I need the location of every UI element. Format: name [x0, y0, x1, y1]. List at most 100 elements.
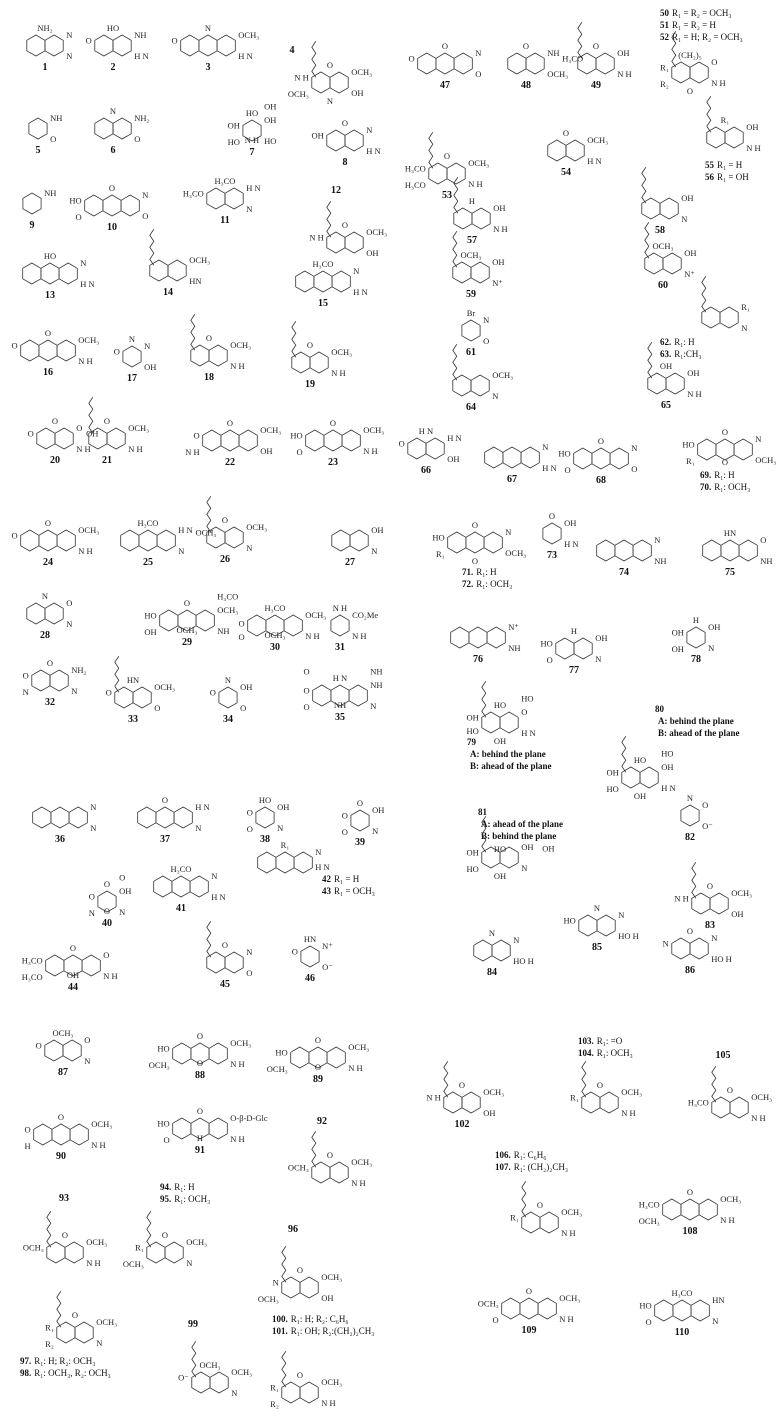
atom-label: N H	[78, 546, 92, 556]
atom-label: HO	[275, 1047, 287, 1057]
legend-line: 72.R₁: OCH₃	[462, 579, 512, 589]
atom-label: H₃CO	[639, 1199, 660, 1209]
legend-substituent: A: ahead of the plane	[481, 819, 563, 829]
atom-label: OCH₃	[200, 1360, 221, 1370]
atom-label: N	[663, 938, 669, 948]
ring	[341, 429, 361, 452]
legend-compound-number: 98.	[20, 1368, 31, 1378]
atom-label: O	[327, 1150, 333, 1160]
atom-label: OCH₃	[267, 1064, 288, 1074]
ring	[461, 319, 481, 342]
compound-number: 40	[102, 918, 112, 929]
legend-substituent: R₁: OCH₃	[597, 1048, 633, 1058]
ring	[56, 529, 76, 552]
compound-number: 67	[507, 474, 517, 485]
atom-label: HO	[157, 1118, 169, 1128]
atom-label: N	[475, 48, 481, 58]
compound-number: 18	[204, 372, 214, 383]
ring	[120, 194, 140, 217]
atom-label: O	[342, 118, 348, 128]
legend-compound-number: 80	[655, 704, 665, 714]
atom-label: HO	[639, 1300, 651, 1310]
atom-label: O	[239, 618, 245, 628]
atom-label: O	[342, 220, 348, 230]
atom-label: OH	[321, 1293, 333, 1303]
compound-number: 1	[43, 62, 48, 73]
atom-label: O	[342, 827, 348, 837]
atom-label: O	[523, 41, 529, 51]
atom-label: H N	[366, 146, 380, 156]
atom-label: O	[722, 427, 728, 437]
atom-label: OCH₃	[505, 548, 526, 558]
atom-label: OCH₃	[246, 522, 267, 532]
ring	[206, 187, 226, 210]
atom-label: O	[304, 667, 310, 677]
atom-label: N H	[230, 1134, 244, 1144]
legend-line: B: ahead of the plane	[658, 728, 740, 738]
atom-label: N	[42, 591, 48, 601]
atom-label: OCH₃	[231, 1367, 252, 1377]
atom-label: O	[106, 687, 112, 697]
atom-label: OH	[708, 622, 720, 632]
atom-label: OH	[746, 122, 758, 132]
atom-label: H	[197, 1133, 203, 1143]
ring	[290, 1046, 310, 1069]
atom-label: O	[172, 35, 178, 45]
atom-label: O⁻	[322, 962, 333, 972]
legend-line: 95.R₁: OCH₃	[160, 1194, 210, 1204]
atom-label: O	[246, 968, 252, 978]
ring	[484, 446, 504, 469]
atom-label: O	[114, 346, 120, 356]
atom-label: H N	[447, 433, 461, 443]
atom-label: R₁	[436, 549, 445, 559]
ring	[220, 429, 240, 452]
ring	[596, 914, 616, 937]
alkyl-chain	[206, 921, 212, 958]
compound-number: 90	[56, 1151, 66, 1162]
atom-label: H N	[542, 463, 556, 473]
legend-compound-number: 63.	[660, 349, 671, 359]
legend-line: 100.R₁: H; R₂: C₆H₆	[272, 1314, 349, 1324]
compound-number: 84	[487, 967, 497, 978]
atom-label: H N	[521, 728, 535, 738]
atom-label: OH	[634, 791, 646, 801]
atom-label: NH	[134, 30, 146, 40]
atom-label: NH	[50, 113, 62, 123]
alkyl-chain	[711, 1066, 717, 1103]
atom-label: H₃CO	[405, 163, 426, 173]
atom-label: O	[598, 436, 604, 446]
compound-number: 86	[685, 965, 695, 976]
legend-substituent: R₁: (CH₂)₂CH₃	[514, 1162, 568, 1172]
ring	[733, 438, 753, 461]
ring	[573, 637, 593, 660]
atom-label: OCH₃	[321, 1377, 342, 1387]
atom-label: O	[631, 464, 637, 474]
atom-label: OH	[467, 847, 479, 857]
atom-label: H₃CO	[217, 592, 238, 602]
atom-label: O	[707, 881, 713, 891]
atom-label: H N	[661, 783, 675, 793]
atom-label: O	[292, 946, 298, 956]
ring	[665, 372, 685, 395]
atom-label: OCH₃	[559, 1293, 580, 1303]
structure-46: N⁺O⁻HNO	[292, 934, 333, 972]
atom-label: OH	[731, 909, 743, 919]
atom-label: N	[521, 863, 527, 873]
atom-label: H₃CO	[171, 864, 192, 874]
atom-label: OCH₃	[492, 370, 513, 380]
alkyl-chain	[88, 397, 94, 434]
ring	[702, 539, 722, 562]
atom-label: HO H	[513, 956, 534, 966]
ring	[446, 162, 466, 185]
alkyl-chain	[206, 496, 212, 533]
compound-number: 91	[195, 1145, 205, 1156]
atom-label: N	[90, 823, 96, 833]
ring	[159, 609, 179, 632]
